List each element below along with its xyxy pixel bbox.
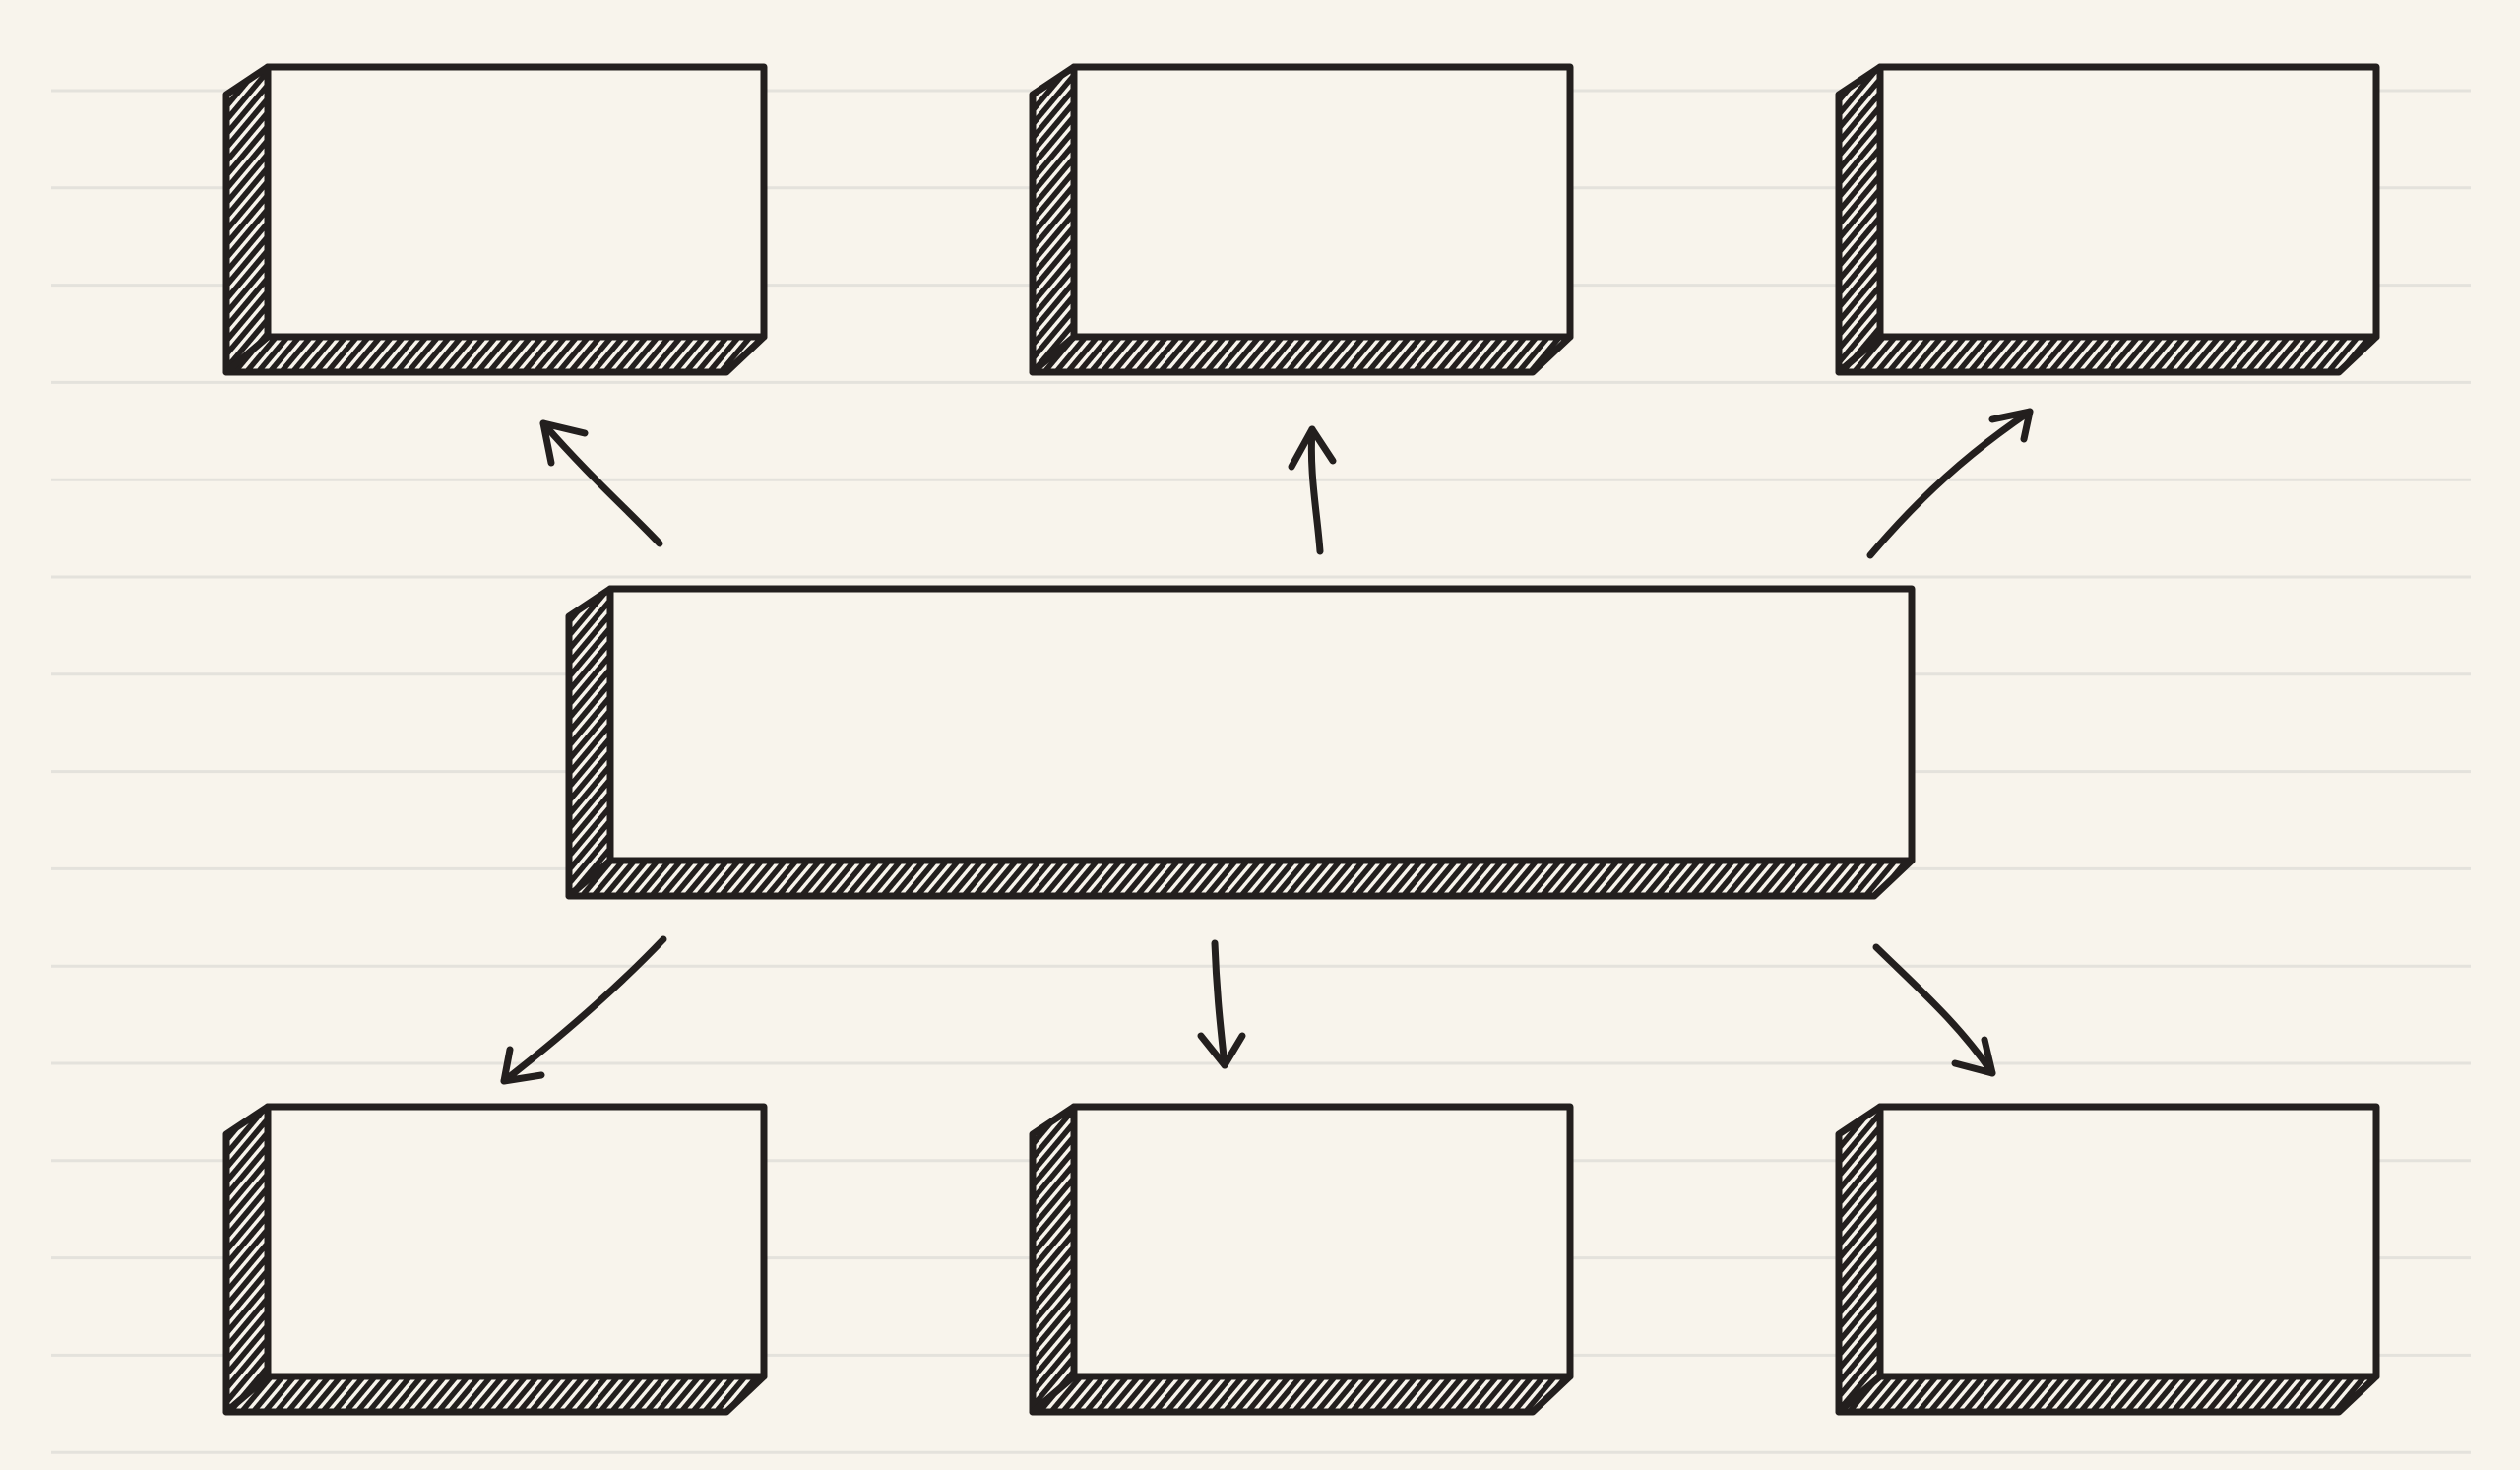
arrow-shaft bbox=[1866, 408, 2034, 559]
arrowhead-icon bbox=[1951, 1036, 1996, 1077]
box-top-right bbox=[1835, 63, 2380, 376]
box-left-face bbox=[1835, 1103, 1884, 1416]
arrow-to-top-left bbox=[539, 419, 663, 547]
central-box bbox=[565, 585, 1916, 900]
box-left-face bbox=[1029, 63, 1078, 376]
arrowhead-icon bbox=[500, 1046, 545, 1085]
box-front-face bbox=[1876, 63, 2380, 341]
box-bottom-left bbox=[222, 1103, 768, 1416]
arrow-shaft bbox=[1211, 939, 1228, 1069]
arrowhead-icon bbox=[1197, 1032, 1246, 1069]
arrow-to-top-right bbox=[1866, 408, 2034, 559]
box-front-face bbox=[606, 585, 1916, 864]
arrowhead-icon bbox=[1988, 408, 2034, 443]
arrowhead-icon bbox=[539, 419, 589, 467]
arrowhead-icon bbox=[1288, 425, 1337, 471]
box-front-face bbox=[1070, 1103, 1574, 1380]
box-front-face bbox=[1876, 1103, 2380, 1380]
box-bottom-face bbox=[565, 857, 1916, 900]
arrow-to-bottom-left bbox=[500, 935, 667, 1085]
box-left-face bbox=[222, 1103, 272, 1416]
arrow-shaft bbox=[1307, 425, 1324, 555]
boxes bbox=[222, 63, 2380, 1416]
box-front-face bbox=[264, 63, 768, 341]
box-bottom-center bbox=[1029, 1103, 1574, 1416]
box-front-face bbox=[1070, 63, 1574, 341]
box-bottom-face bbox=[1835, 1373, 2380, 1416]
box-left-face bbox=[565, 585, 614, 900]
box-bottom-face bbox=[1835, 333, 2380, 376]
arrow-to-bottom-right bbox=[1872, 943, 1996, 1077]
box-bottom-right bbox=[1835, 1103, 2380, 1416]
box-bottom-face bbox=[222, 1373, 768, 1416]
box-bottom-face bbox=[222, 333, 768, 376]
box-left-face bbox=[222, 63, 272, 376]
box-top-left bbox=[222, 63, 768, 376]
arrows bbox=[500, 408, 2034, 1085]
box-bottom-face bbox=[1029, 1373, 1574, 1416]
box-left-face bbox=[1835, 63, 1884, 376]
box-top-center bbox=[1029, 63, 1574, 376]
arrow-to-top-center bbox=[1288, 425, 1337, 555]
box-left-face bbox=[1029, 1103, 1078, 1416]
arrow-shaft bbox=[1872, 943, 1996, 1077]
arrow-shaft bbox=[539, 419, 663, 547]
arrow-shaft bbox=[500, 935, 667, 1085]
box-front-face bbox=[264, 1103, 768, 1380]
box-bottom-face bbox=[1029, 333, 1574, 376]
arrow-to-bottom-center bbox=[1197, 939, 1246, 1069]
